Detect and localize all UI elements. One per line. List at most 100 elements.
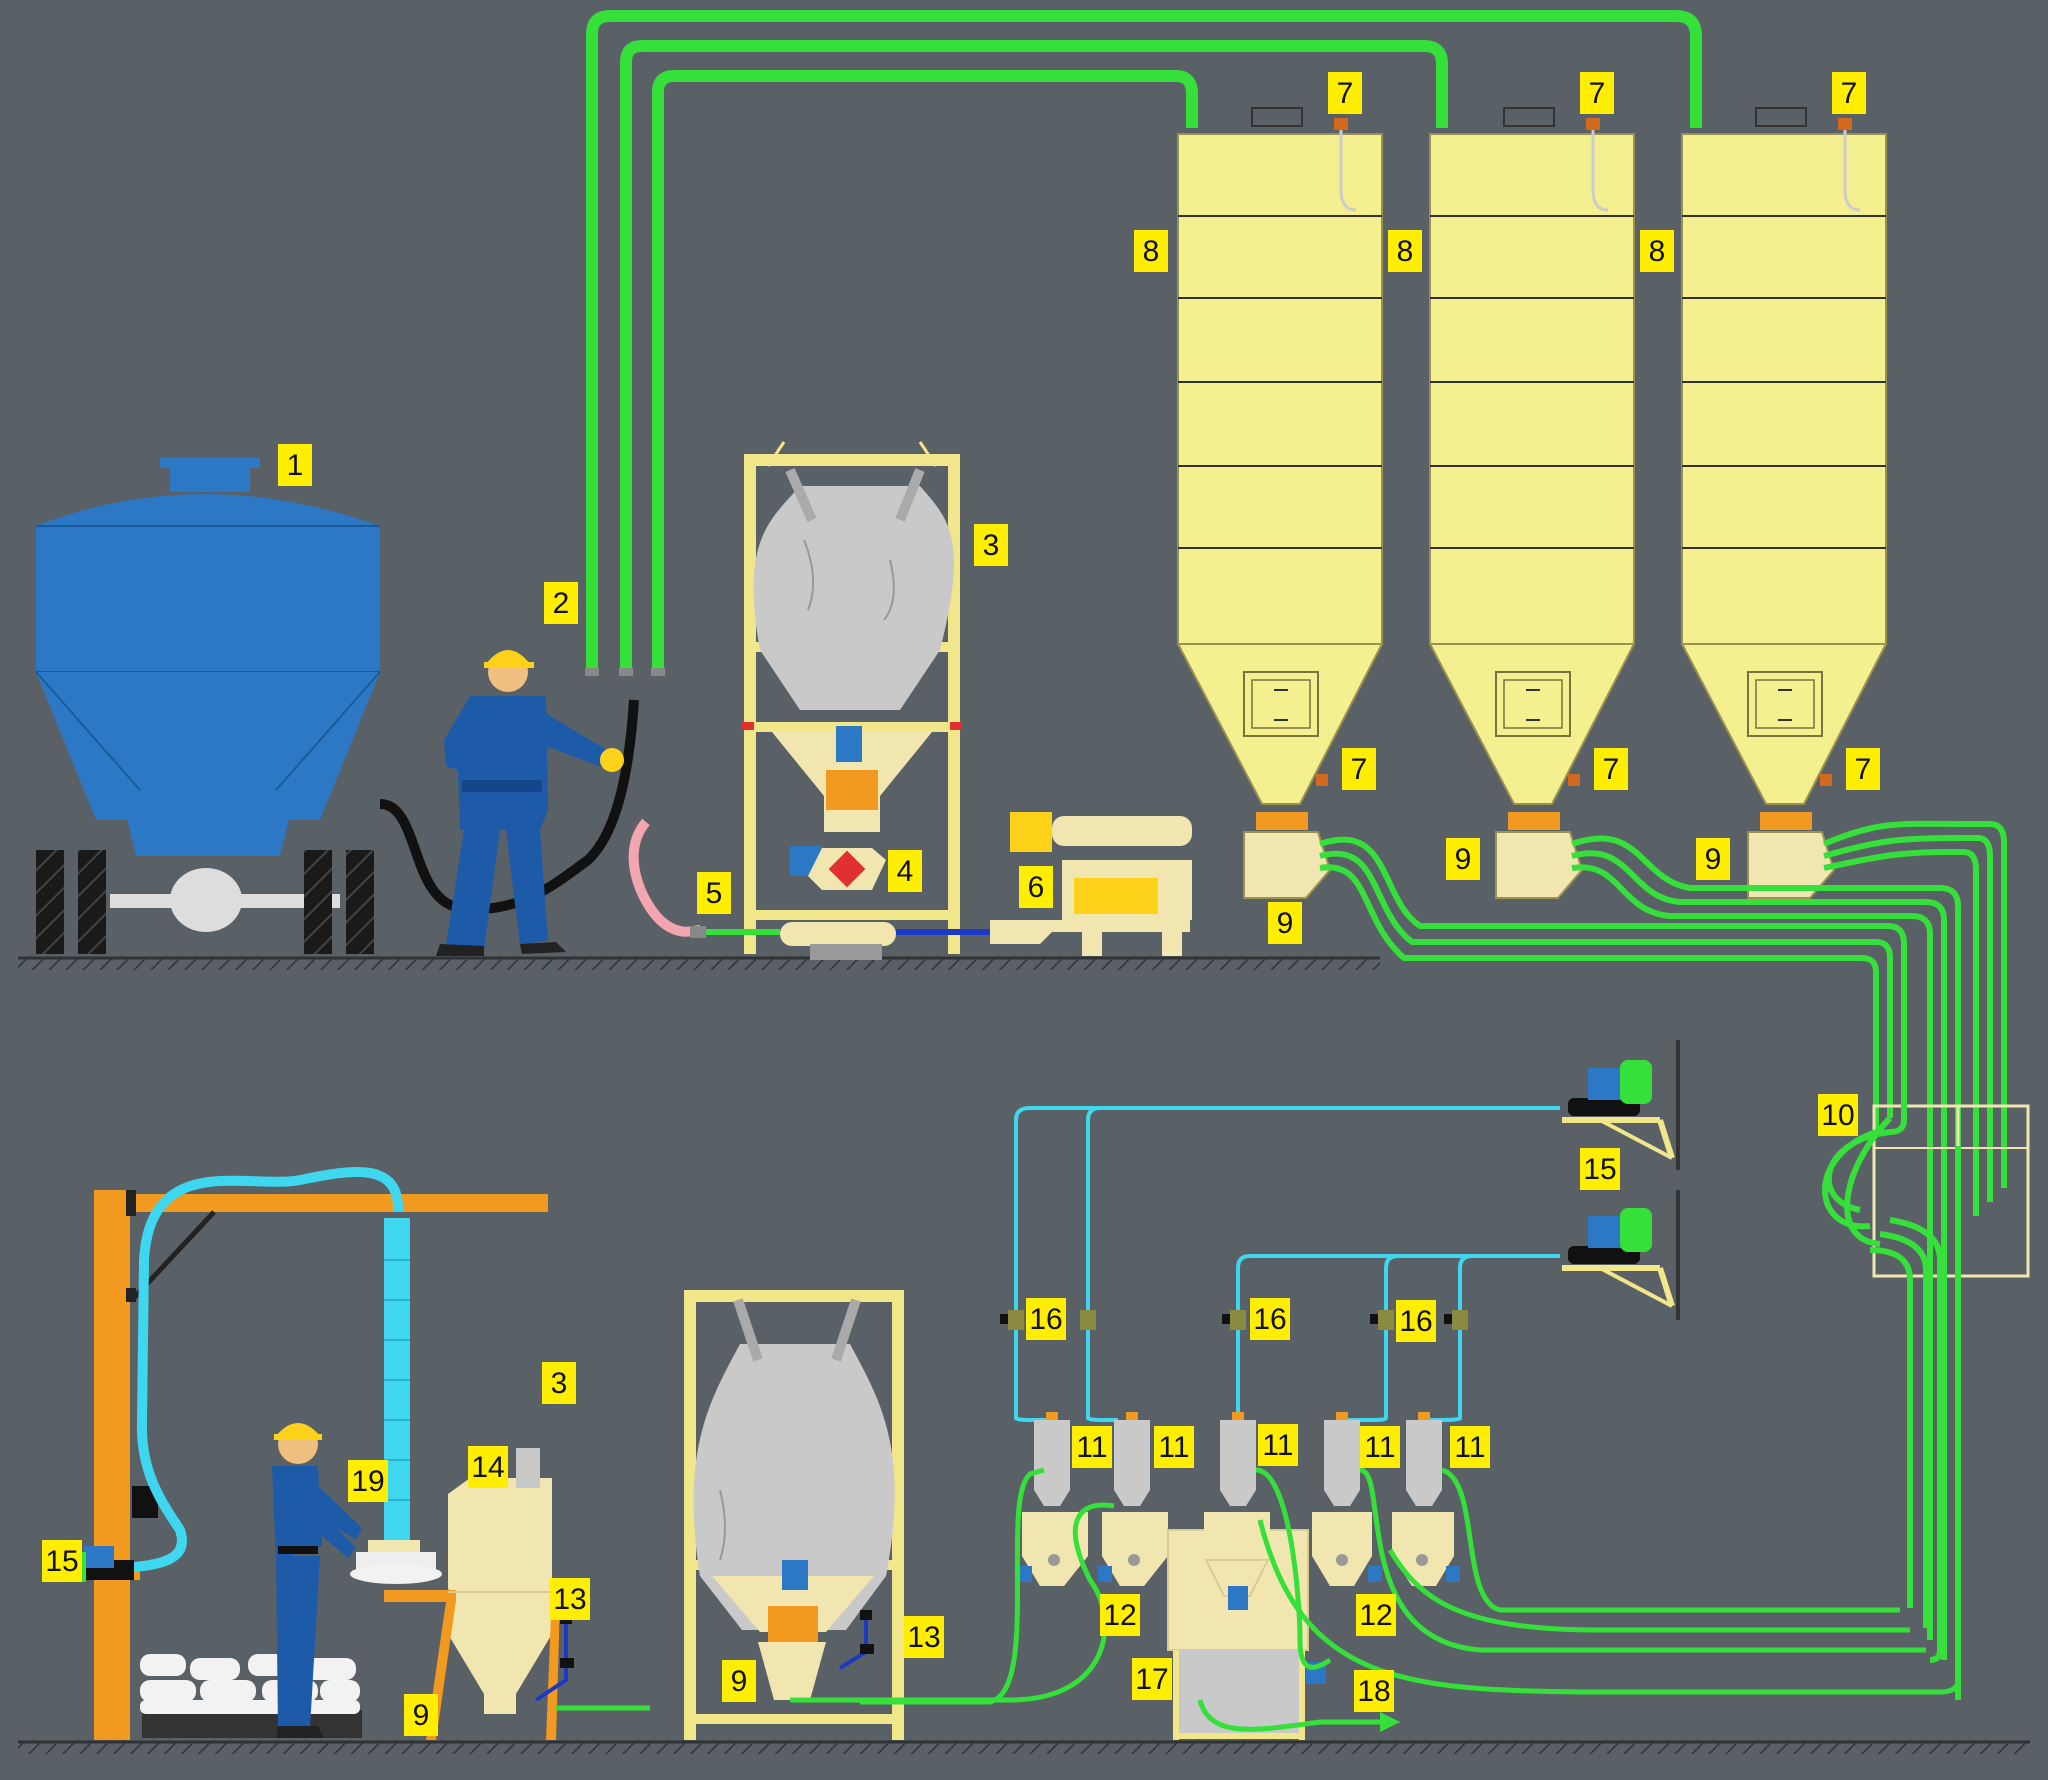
svg-text:14: 14 (471, 1451, 504, 1484)
svg-text:13: 13 (553, 1583, 586, 1616)
callout-15a: 15 (42, 1540, 82, 1582)
vacuum-lines (1014, 1106, 1560, 1422)
callout-4: 4 (888, 850, 922, 892)
svg-text:8: 8 (1143, 235, 1160, 268)
svg-text:5: 5 (706, 877, 723, 910)
callout-labels: 1 2 3 3 4 5 6 7 7 7 7 7 7 8 8 8 9 9 9 9 … (42, 72, 1880, 1736)
callout-11a: 11 (1072, 1426, 1112, 1468)
callout-8b: 8 (1388, 230, 1422, 272)
callout-18: 18 (1354, 1670, 1394, 1712)
vacuum-lifter-hose (119, 1166, 410, 1573)
callout-7c: 7 (1832, 72, 1866, 114)
pipe-manifold (1822, 1104, 2030, 1700)
big-bag-station-lower (684, 1290, 1010, 1740)
callout-16b: 16 (1250, 1298, 1290, 1340)
callout-11d: 11 (1360, 1426, 1400, 1468)
ground-upper (18, 956, 1380, 970)
svg-text:19: 19 (351, 1465, 384, 1498)
svg-text:15: 15 (45, 1545, 78, 1578)
svg-text:1: 1 (287, 449, 304, 482)
svg-text:7: 7 (1855, 753, 1872, 786)
receiver-feed-lines (860, 1467, 1961, 1705)
svg-text:16: 16 (1253, 1303, 1286, 1336)
silo-2 (1428, 107, 1636, 899)
callout-7a: 7 (1328, 72, 1362, 114)
svg-text:3: 3 (551, 1367, 568, 1400)
svg-text:10: 10 (1821, 1099, 1854, 1132)
svg-text:11: 11 (1454, 1431, 1485, 1464)
svg-text:11: 11 (1262, 1429, 1293, 1462)
callout-7f: 7 (1846, 748, 1880, 790)
callout-9d: 9 (404, 1694, 438, 1736)
mixer (1167, 1512, 1400, 1740)
svg-text:6: 6 (1028, 871, 1045, 904)
svg-text:9: 9 (413, 1699, 430, 1732)
callout-12b: 12 (1356, 1594, 1396, 1636)
worker-with-hose (436, 650, 624, 956)
pipe-inlets (585, 668, 665, 676)
svg-text:9: 9 (1277, 907, 1294, 940)
bag-dump-station (384, 1448, 650, 1740)
svg-text:9: 9 (1455, 843, 1472, 876)
silo-3 (1680, 107, 1888, 899)
lifter-hose-segments (384, 1259, 410, 1501)
svg-text:7: 7 (1589, 77, 1606, 110)
vacuum-valves (1000, 1310, 1468, 1330)
vacuum-blower-upper (1562, 1040, 1680, 1170)
svg-text:17: 17 (1135, 1663, 1168, 1696)
callout-12a: 12 (1100, 1594, 1140, 1636)
callout-11e: 11 (1450, 1426, 1490, 1468)
callout-8a: 8 (1134, 230, 1168, 272)
ground-lower (18, 1740, 2030, 1754)
svg-text:11: 11 (1364, 1431, 1395, 1464)
big-bag-station-upper (742, 441, 962, 960)
svg-text:11: 11 (1076, 1431, 1107, 1464)
svg-text:12: 12 (1359, 1599, 1392, 1632)
callout-7d: 7 (1342, 748, 1376, 790)
svg-text:9: 9 (731, 1665, 748, 1698)
callout-1: 1 (278, 444, 312, 486)
callout-9e: 9 (722, 1660, 756, 1702)
svg-text:9: 9 (1705, 843, 1722, 876)
roots-blower (990, 812, 1192, 956)
callout-11c: 11 (1258, 1424, 1298, 1466)
callout-13b: 13 (904, 1616, 944, 1658)
silo-fill-pipes (586, 10, 1702, 672)
callout-19: 19 (348, 1460, 388, 1502)
vacuum-blower-lower (1562, 1190, 1680, 1320)
callout-3-upper: 3 (974, 524, 1008, 566)
callout-10: 10 (1818, 1094, 1858, 1136)
callout-7e: 7 (1594, 748, 1628, 790)
svg-text:8: 8 (1649, 235, 1666, 268)
svg-text:7: 7 (1603, 753, 1620, 786)
vacuum-receivers (1018, 1412, 1460, 1586)
callout-17: 17 (1132, 1658, 1172, 1700)
vacuum-lifter-head (350, 1540, 442, 1584)
callout-6: 6 (1019, 866, 1053, 908)
svg-text:16: 16 (1029, 1303, 1062, 1336)
callout-5: 5 (697, 872, 731, 914)
bag-pallet (140, 1654, 362, 1738)
callout-14: 14 (468, 1446, 508, 1488)
callout-9a: 9 (1268, 902, 1302, 944)
svg-text:13: 13 (907, 1621, 940, 1654)
svg-text:7: 7 (1841, 77, 1858, 110)
svg-text:15: 15 (1583, 1153, 1616, 1186)
callout-2: 2 (544, 582, 578, 624)
svg-text:11: 11 (1158, 1431, 1189, 1464)
svg-text:4: 4 (897, 855, 914, 888)
jib-crane (84, 1190, 548, 1740)
callout-7b: 7 (1580, 72, 1614, 114)
callout-16c: 16 (1396, 1300, 1436, 1342)
svg-text:2: 2 (553, 587, 570, 620)
svg-text:16: 16 (1399, 1305, 1432, 1338)
callout-15b: 15 (1580, 1148, 1620, 1190)
callout-9b: 9 (1446, 838, 1480, 880)
callout-3-lower: 3 (542, 1362, 576, 1404)
callout-11b: 11 (1154, 1426, 1194, 1468)
svg-text:7: 7 (1351, 753, 1368, 786)
svg-text:8: 8 (1397, 235, 1414, 268)
callout-13a: 13 (550, 1578, 590, 1620)
conveying-line (690, 926, 990, 938)
